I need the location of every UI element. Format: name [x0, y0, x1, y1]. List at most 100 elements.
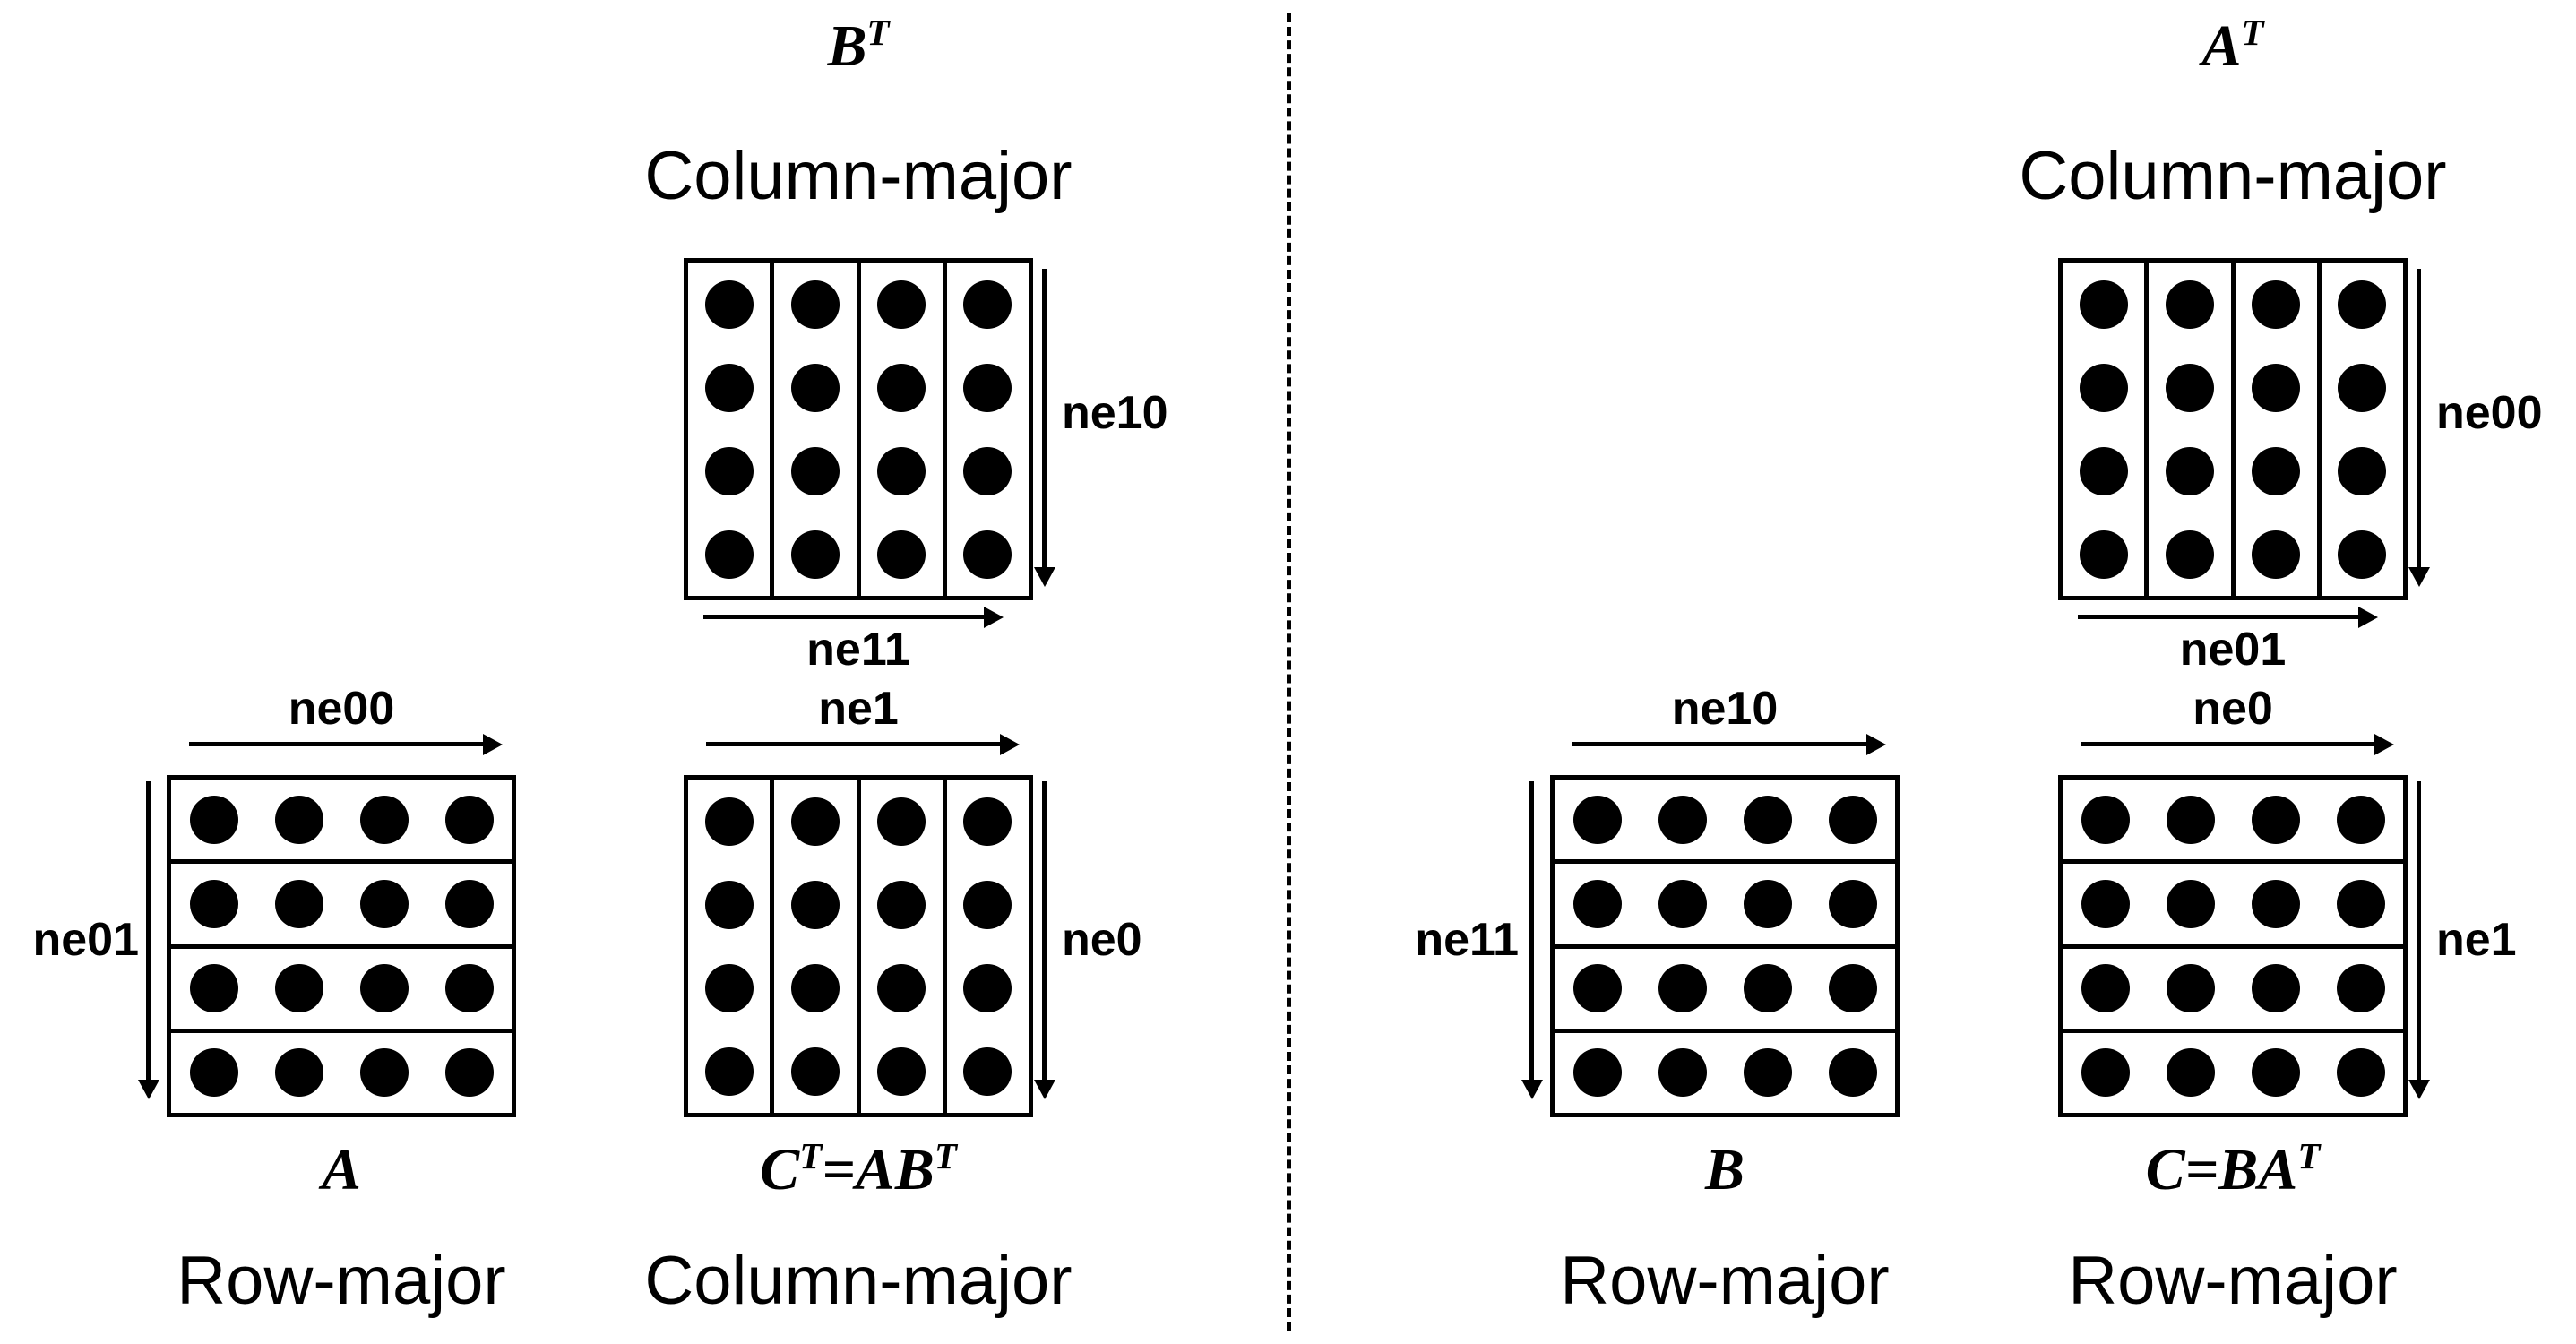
matrix-strip	[856, 263, 943, 596]
matrix-element-dot	[963, 363, 1012, 412]
title-text: B	[827, 13, 867, 79]
matrix-element-dot	[1658, 879, 1707, 928]
matrix-element-dot	[1743, 879, 1792, 928]
at-side-dim-label: ne00	[2436, 387, 2543, 439]
matrix-title-a: A	[73, 1136, 610, 1203]
title-text: A	[321, 1137, 362, 1202]
ct-down-arrow	[1042, 781, 1047, 1081]
matrix-element-dot	[2338, 530, 2387, 579]
matrix-element-dot	[963, 1047, 1012, 1096]
matrix-element-dot	[1743, 964, 1792, 1013]
matrix-strip	[1555, 859, 1895, 943]
matrix-element-dot	[1572, 879, 1622, 928]
matrix-element-dot	[704, 1047, 754, 1096]
ct-right-arrow	[706, 742, 1002, 746]
matrix-strip	[688, 780, 770, 1113]
matrix-element-dot	[963, 797, 1012, 846]
a-down-arrow	[146, 781, 151, 1081]
matrix-c-transpose	[684, 775, 1033, 1117]
c-down-arrow	[2417, 781, 2421, 1081]
matrix-strip	[942, 780, 1029, 1113]
matrix-element-dot	[2251, 1048, 2300, 1098]
matrix-strip	[2063, 1028, 2403, 1113]
matrix-element-dot	[2338, 446, 2387, 495]
matrix-element-dot	[2079, 280, 2128, 329]
matrix-element-dot	[790, 363, 840, 412]
b-side-dim-label: ne11	[1415, 914, 1519, 966]
title-text: B	[1704, 1137, 1745, 1202]
matrix-element-dot	[2081, 879, 2130, 928]
matrix-element-dot	[2166, 879, 2215, 928]
at-bottom-dim-label: ne01	[2179, 624, 2287, 676]
panel-divider	[1287, 13, 1291, 1331]
layout-label-b-transpose: Column-major	[644, 138, 1073, 214]
c-right-arrow	[2081, 742, 2376, 746]
matrix-strip	[171, 859, 512, 943]
title-superscript: T	[934, 1136, 957, 1176]
matrix-element-dot	[2165, 446, 2214, 495]
matrix-strip	[2063, 859, 2403, 943]
matrix-element-dot	[274, 879, 323, 928]
matrix-strip	[2316, 263, 2403, 596]
matrix-element-dot	[877, 446, 926, 495]
matrix-strip	[2063, 780, 2403, 859]
title-text: A	[2201, 13, 2242, 79]
ct-side-dim-label: ne0	[1062, 914, 1142, 966]
matrix-element-dot	[189, 795, 238, 844]
matrix-element-dot	[1658, 795, 1707, 844]
matrix-element-dot	[444, 964, 494, 1013]
matrix-element-dot	[2336, 879, 2385, 928]
matrix-element-dot	[189, 1048, 238, 1098]
matrix-strip	[1555, 943, 1895, 1029]
title-text: C=BA	[2145, 1137, 2298, 1202]
title-superscript: T	[799, 1136, 823, 1176]
matrix-element-dot	[2166, 795, 2215, 844]
matrix-element-dot	[704, 797, 754, 846]
matrix-element-dot	[1828, 1048, 1877, 1098]
matrix-strip	[1555, 1028, 1895, 1113]
matrix-element-dot	[2252, 363, 2301, 412]
matrix-element-dot	[877, 797, 926, 846]
matrix-b	[1550, 775, 1900, 1117]
a-right-arrow	[189, 742, 485, 746]
matrix-element-dot	[2166, 964, 2215, 1013]
matrix-element-dot	[2251, 964, 2300, 1013]
matrix-strip	[856, 780, 943, 1113]
matrix-a-transpose	[2058, 258, 2408, 600]
matrix-element-dot	[2252, 280, 2301, 329]
matrix-element-dot	[1828, 795, 1877, 844]
b-right-arrow	[1572, 742, 1868, 746]
title-text: =AB	[822, 1137, 935, 1202]
matrix-element-dot	[790, 446, 840, 495]
matrix-strip	[942, 263, 1029, 596]
matrix-strip	[770, 780, 856, 1113]
matrix-element-dot	[444, 795, 494, 844]
matrix-element-dot	[704, 363, 754, 412]
matrix-element-dot	[2081, 1048, 2130, 1098]
matrix-b-transpose	[684, 258, 1033, 600]
matrix-element-dot	[359, 795, 409, 844]
matrix-element-dot	[963, 446, 1012, 495]
matrix-element-dot	[704, 446, 754, 495]
matrix-element-dot	[877, 880, 926, 929]
matrix-title-b-transpose: BT	[590, 13, 1127, 80]
matrix-element-dot	[790, 1047, 840, 1096]
matrix-strip	[171, 943, 512, 1029]
matrix-element-dot	[1658, 1048, 1707, 1098]
matrix-element-dot	[963, 530, 1012, 579]
matrix-element-dot	[790, 280, 840, 329]
b-down-arrow	[1529, 781, 1534, 1081]
b-top-dim-label: ne10	[1671, 683, 1779, 735]
matrix-element-dot	[704, 880, 754, 929]
matrix-element-dot	[2251, 879, 2300, 928]
title-superscript: T	[2241, 13, 2264, 53]
layout-label-a: Row-major	[177, 1243, 506, 1319]
matrix-title-c-transpose: CT=ABT	[590, 1136, 1127, 1203]
matrix-element-dot	[2079, 530, 2128, 579]
matrix-element-dot	[2336, 795, 2385, 844]
matrix-element-dot	[189, 879, 238, 928]
a-side-dim-label: ne01	[32, 914, 139, 966]
matrix-element-dot	[790, 797, 840, 846]
matrix-strip	[688, 263, 770, 596]
